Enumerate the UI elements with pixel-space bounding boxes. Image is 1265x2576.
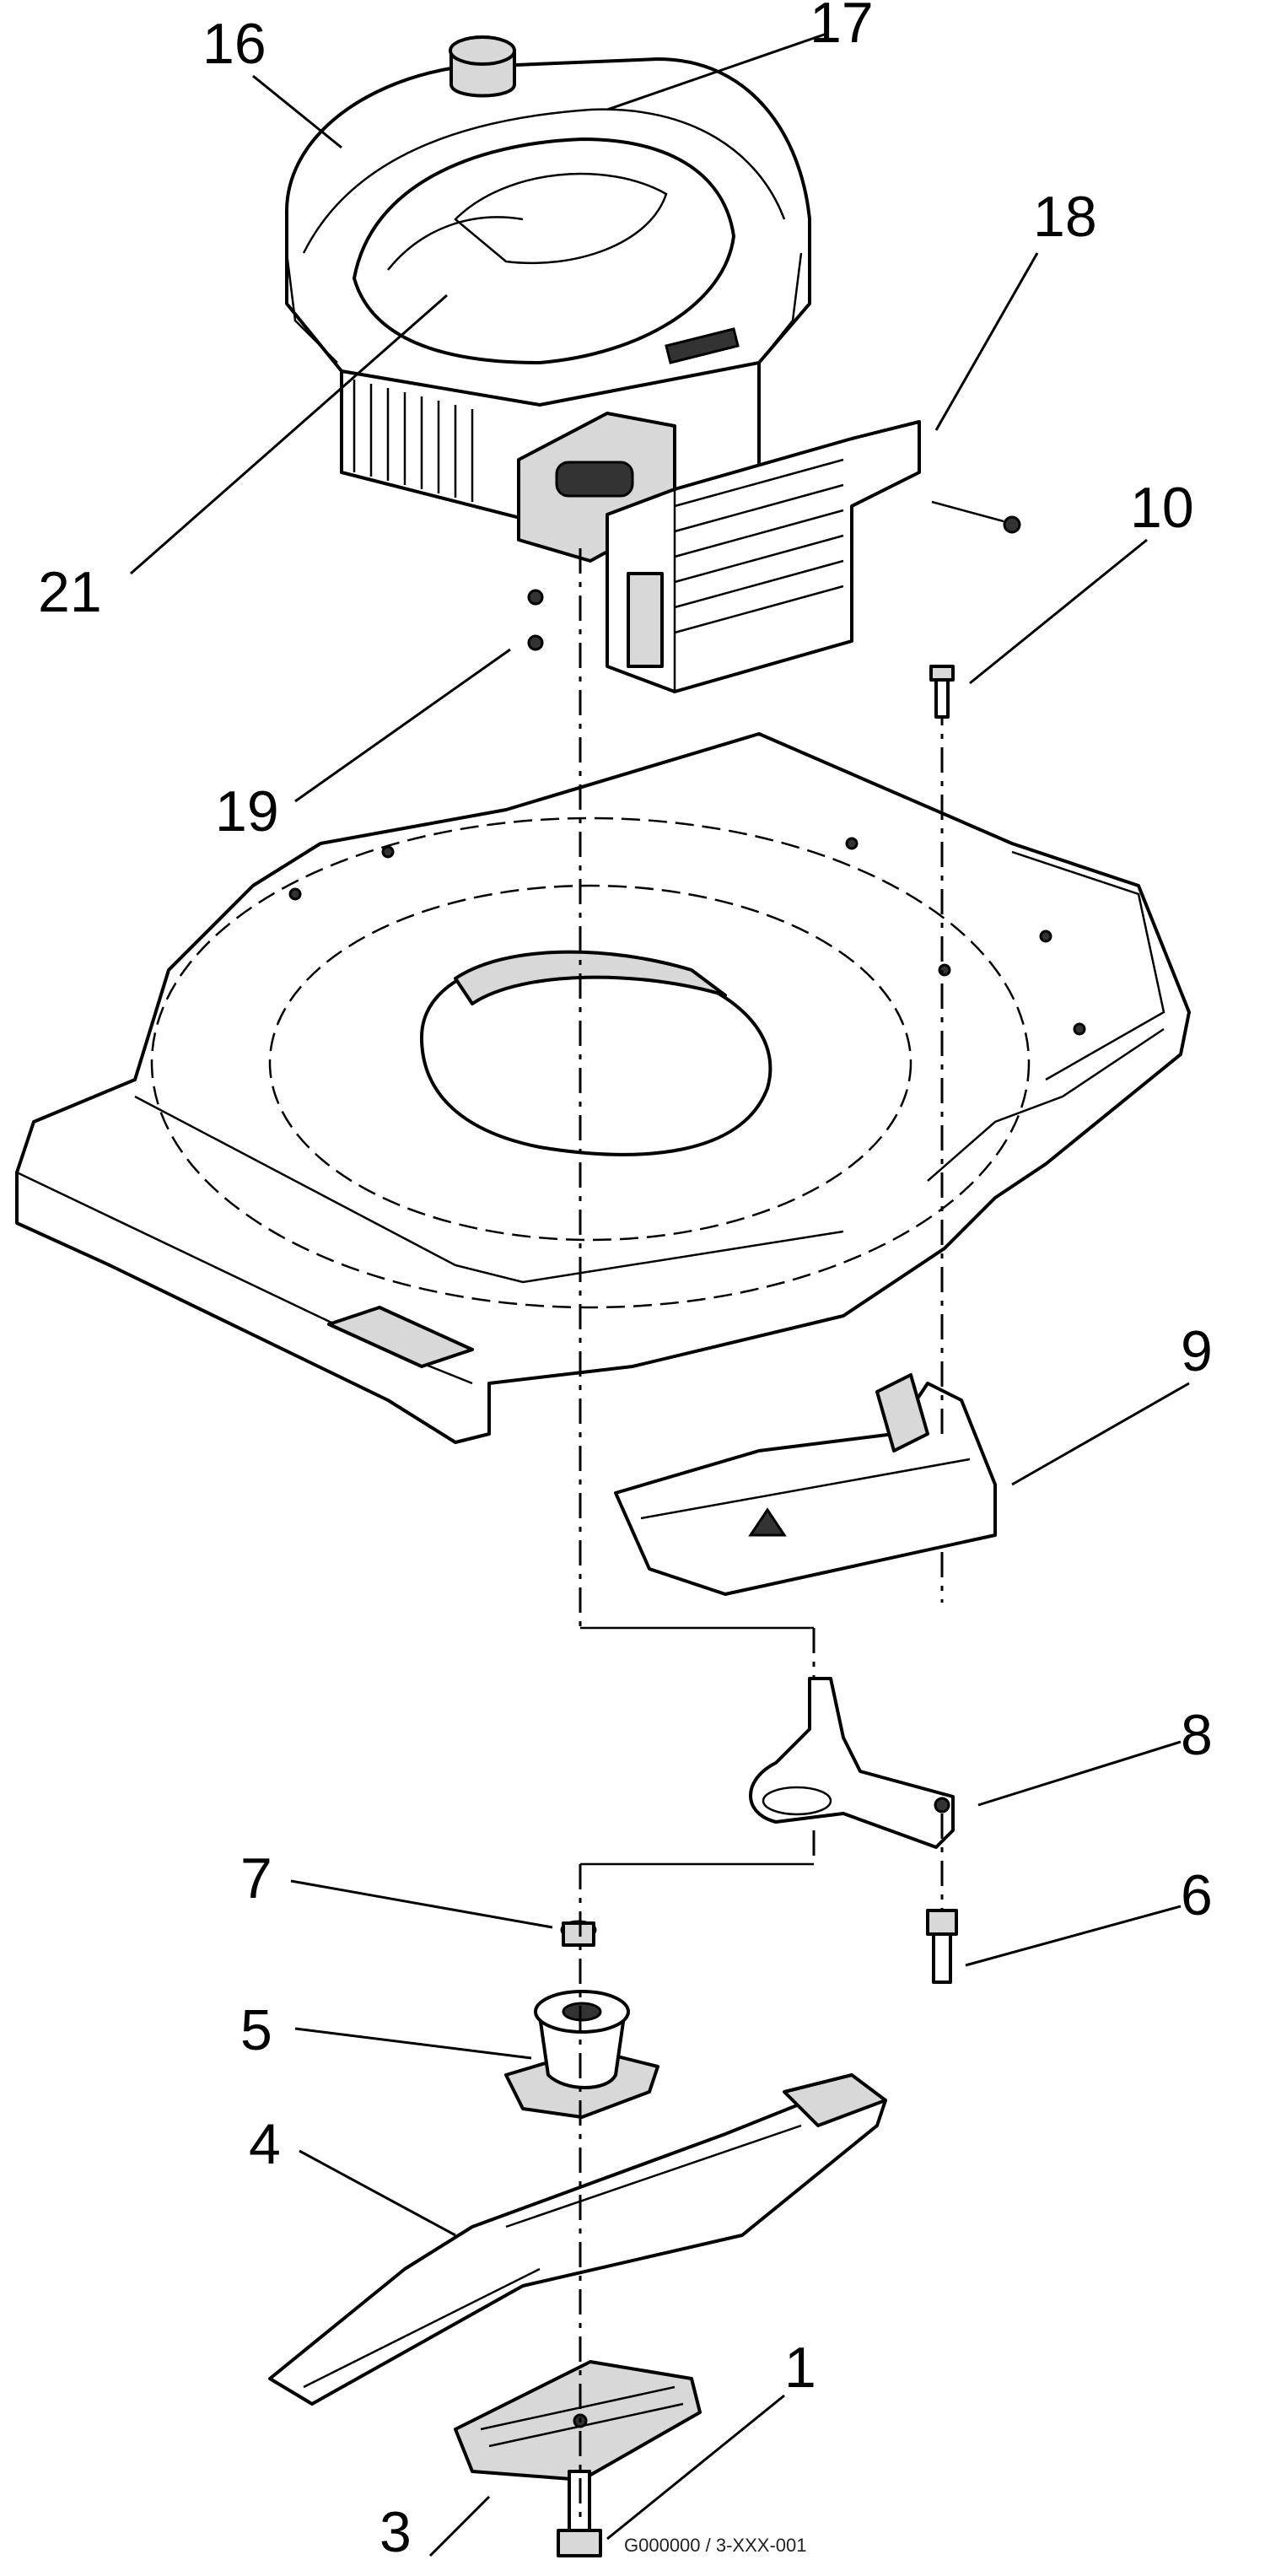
blade-adapter bbox=[504, 1990, 659, 2119]
assembly-lines bbox=[579, 548, 955, 2522]
mower-deck bbox=[15, 732, 1191, 1444]
callout-6: 6 bbox=[1181, 1863, 1213, 1927]
engine bbox=[285, 35, 811, 563]
callout-19: 19 bbox=[215, 779, 279, 843]
callout-10: 10 bbox=[1130, 476, 1194, 540]
mount-cover bbox=[614, 1373, 997, 1596]
callout-21: 21 bbox=[38, 560, 102, 624]
callout-3: 3 bbox=[380, 2500, 412, 2564]
blade bbox=[268, 2073, 887, 2406]
screws bbox=[527, 589, 544, 651]
callout-17: 17 bbox=[810, 0, 874, 55]
callout-8: 8 bbox=[1181, 1703, 1213, 1767]
callout-1: 1 bbox=[784, 2336, 816, 2400]
leader-lines bbox=[130, 32, 1190, 2557]
bolt bbox=[926, 1909, 958, 1984]
callout-5: 5 bbox=[240, 1998, 272, 2062]
callouts: 16 17 18 21 10 19 9 8 7 6 5 4 1 3 bbox=[38, 0, 1213, 2564]
callout-7: 7 bbox=[240, 1846, 272, 1910]
callout-4: 4 bbox=[249, 2112, 281, 2176]
reference-code: G000000 / 3-XXX-001 bbox=[624, 2535, 806, 2556]
callout-16: 16 bbox=[202, 12, 266, 76]
nut bbox=[560, 1920, 597, 1947]
stiffener bbox=[454, 2360, 702, 2482]
callout-18: 18 bbox=[1033, 185, 1097, 249]
debris-guard bbox=[606, 420, 1021, 693]
callout-9: 9 bbox=[1181, 1319, 1213, 1383]
bracket bbox=[749, 1677, 955, 1849]
